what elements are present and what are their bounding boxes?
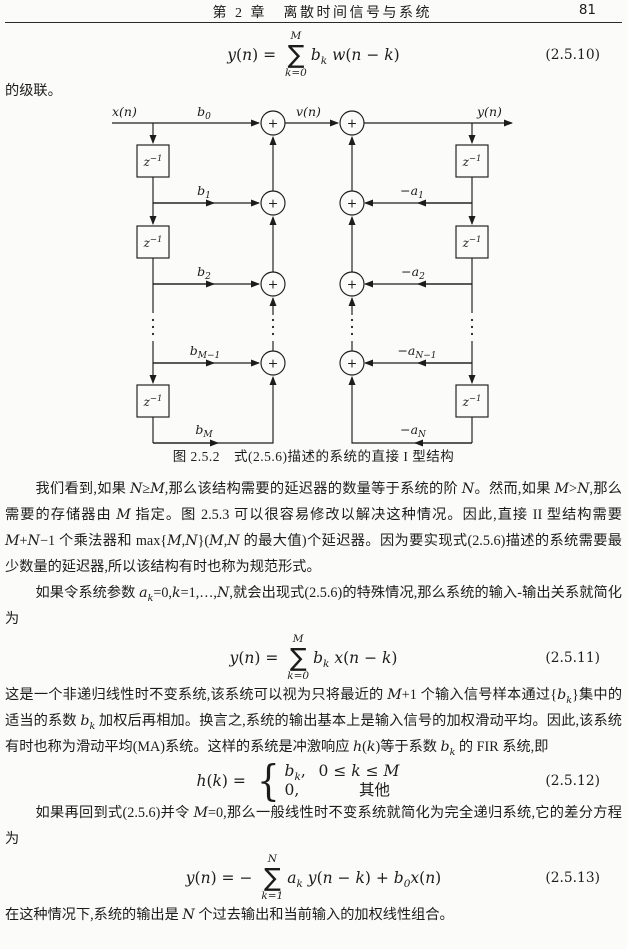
equation-rhs: bk x(n − k) (313, 649, 398, 671)
equation-number: (2.5.11) (545, 650, 600, 666)
coefficient-labels: b0 b1 b2 bM−1 bM −a1 −a2 −aN−1 −aN (190, 104, 437, 440)
svg-text:+: + (268, 356, 278, 371)
svg-text:+: + (347, 196, 357, 211)
cases-brace: { (256, 756, 280, 805)
svg-text:b2: b2 (197, 264, 211, 282)
chapter-title: 第 2 章 离散时间信号与系统 (212, 6, 433, 21)
svg-text:b1: b1 (197, 183, 211, 201)
svg-text:z−1: z−1 (462, 235, 482, 250)
cases-body: bk, 0 ≤ k ≤ M 0, 其他 (284, 762, 400, 799)
svg-text:−a2: −a2 (401, 264, 425, 282)
svg-text:+: + (347, 277, 357, 292)
svg-text:b0: b0 (197, 104, 211, 122)
summation-symbol: M ∑ k=0 (284, 30, 307, 79)
svg-text:−aN−1: −aN−1 (397, 343, 436, 361)
equation-lhs: h(k) = (196, 772, 251, 790)
svg-text:+: + (347, 116, 357, 131)
equation-number: (2.5.10) (545, 47, 600, 63)
input-signal-label: x(n) (112, 104, 137, 119)
summation-symbol: M ∑ k=0 (287, 633, 310, 682)
svg-text:z−1: z−1 (462, 394, 482, 409)
equation-rhs: bk w(n − k) (310, 46, 400, 68)
svg-text:z−1: z−1 (462, 154, 482, 169)
svg-text:bM−1: bM−1 (190, 343, 221, 361)
output-signal-label: y(n) (476, 104, 502, 119)
figure-wiring (112, 119, 513, 447)
svg-text:−aN: −aN (400, 422, 427, 440)
equation-number: (2.5.12) (545, 773, 600, 789)
equation-rhs: ak y(n − k) + b0x(n) (287, 869, 442, 891)
paragraph-conclusion: 在这种情况下,系统的输出是 N 个过去输出和当前输入的加权线性组合。 (5, 907, 454, 923)
equation-lhs: y(n) = − (185, 869, 258, 887)
svg-text:−a1: −a1 (400, 183, 424, 201)
equation-lhs: y(n) = (227, 46, 281, 64)
page-header: 第 2 章 离散时间信号与系统 81 (5, 0, 622, 23)
equation-2-5-13: y(n) = − N ∑ k=1 ak y(n − k) + b0x(n) (2… (5, 854, 622, 902)
figure-direct-form-1-diagram: z−1 z−1 z−1 z−1 z−1 z−1 + + + + + + + + (112, 104, 513, 447)
adder-nodes: + + + + + + + + (260, 110, 365, 376)
equation-2-5-12: h(k) = { bk, 0 ≤ k ≤ M 0, 其他 (2.5.12) (5, 756, 622, 805)
summation-symbol: N ∑ k=1 (261, 853, 284, 902)
equation-2-5-10: y(n) = M ∑ k=0 bk w(n − k) (2.5.10) (5, 31, 622, 79)
equation-2-5-11: y(n) = M ∑ k=0 bk x(n − k) (2.5.11) (5, 634, 622, 682)
ellipsis-dots (151, 318, 474, 336)
paragraph-recursive-case: 如果再回到式(2.5.6)并令 M=0,那么一般线性时不变系统就简化为完全递归系… (5, 805, 622, 847)
signal-labels: x(n) v(n) y(n) (112, 104, 502, 119)
paragraph-moving-average: 这是一个非递归线性时不变系统,该系统可以视为只将最近的 M+1 个输入信号样本通… (5, 687, 623, 758)
paragraph-structure-discussion: 我们看到,如果 N≥M,那么该结构需要的延迟器的数量等于系统的阶 N。然而,如果… (5, 481, 622, 575)
svg-text:+: + (268, 196, 278, 211)
delay-boxes: z−1 z−1 z−1 z−1 z−1 z−1 (136, 144, 489, 418)
svg-text:z−1: z−1 (143, 394, 163, 409)
page-number: 81 (578, 2, 596, 18)
paragraph-cascade: 的级联。 (5, 83, 62, 99)
figure-caption: 图 2.5.2 式(2.5.6)描述的系统的直接 I 型结构 (172, 449, 455, 464)
svg-text:z−1: z−1 (143, 154, 163, 169)
equation-number: (2.5.13) (545, 870, 600, 886)
svg-text:bM: bM (195, 422, 213, 440)
svg-text:z−1: z−1 (143, 235, 163, 250)
svg-text:+: + (268, 277, 278, 292)
equation-lhs: y(n) = (229, 649, 284, 667)
intermediate-signal-label: v(n) (296, 104, 321, 119)
paragraph-special-case: 如果令系统参数 ak=0,k=1,…,N,就会出现式(2.5.6)的特殊情况,那… (5, 585, 622, 627)
svg-text:+: + (347, 356, 357, 371)
svg-text:+: + (268, 116, 278, 131)
